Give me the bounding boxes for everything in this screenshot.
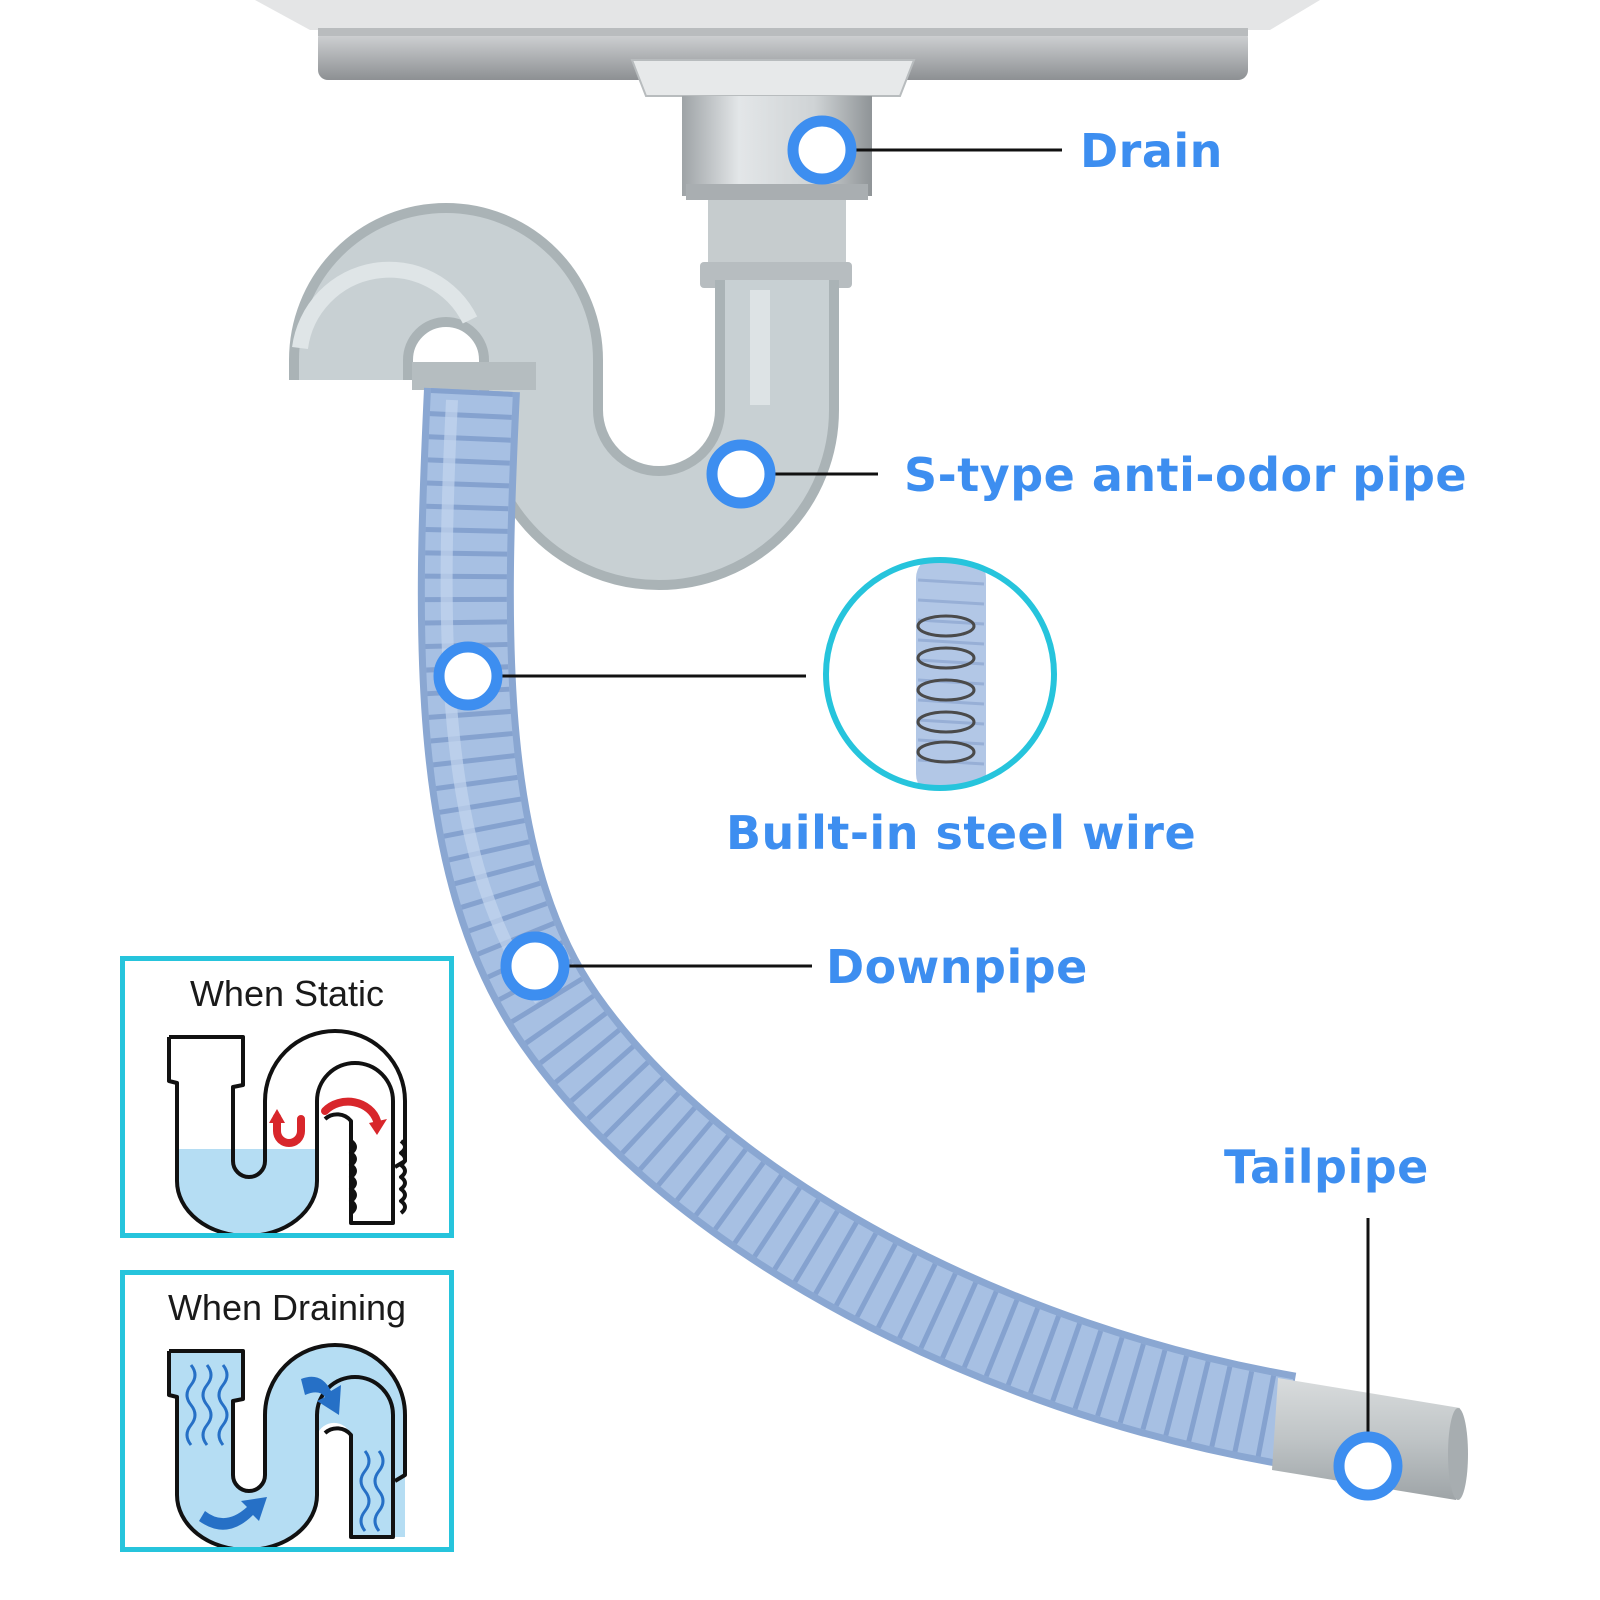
s-pipe-label: S-type anti-odor pipe <box>904 448 1468 502</box>
corrugated-hose <box>417 387 1297 1468</box>
downpipe-marker-icon <box>500 931 570 1001</box>
trap-draining-flow-icon <box>167 1343 407 1547</box>
static-panel-title: When Static <box>189 973 385 1014</box>
steel-wire-label: Built-in steel wire <box>726 806 1197 860</box>
trap-hose-coupling <box>412 362 536 390</box>
s-trap-pipe <box>289 203 839 590</box>
tailpipe-marker-icon <box>1333 1431 1403 1501</box>
drain-marker-icon <box>787 115 857 185</box>
s-pipe-marker-icon <box>706 439 776 509</box>
sink-basin <box>255 0 1320 80</box>
drain-fitting <box>630 59 916 288</box>
static-state-panel: When Static <box>120 956 454 1238</box>
drain-label: Drain <box>1080 124 1223 178</box>
trap-static-backflow-icon <box>167 1029 407 1233</box>
draining-state-panel: When Draining <box>120 1270 454 1552</box>
leader-lines <box>500 148 1370 1440</box>
downpipe-label: Downpipe <box>826 940 1088 994</box>
steel-wire-marker-icon <box>433 641 503 711</box>
tailpipe-label: Tailpipe <box>1224 1140 1429 1194</box>
draining-panel-title: When Draining <box>167 1287 407 1328</box>
steel-wire-detail-inset <box>823 557 1057 791</box>
